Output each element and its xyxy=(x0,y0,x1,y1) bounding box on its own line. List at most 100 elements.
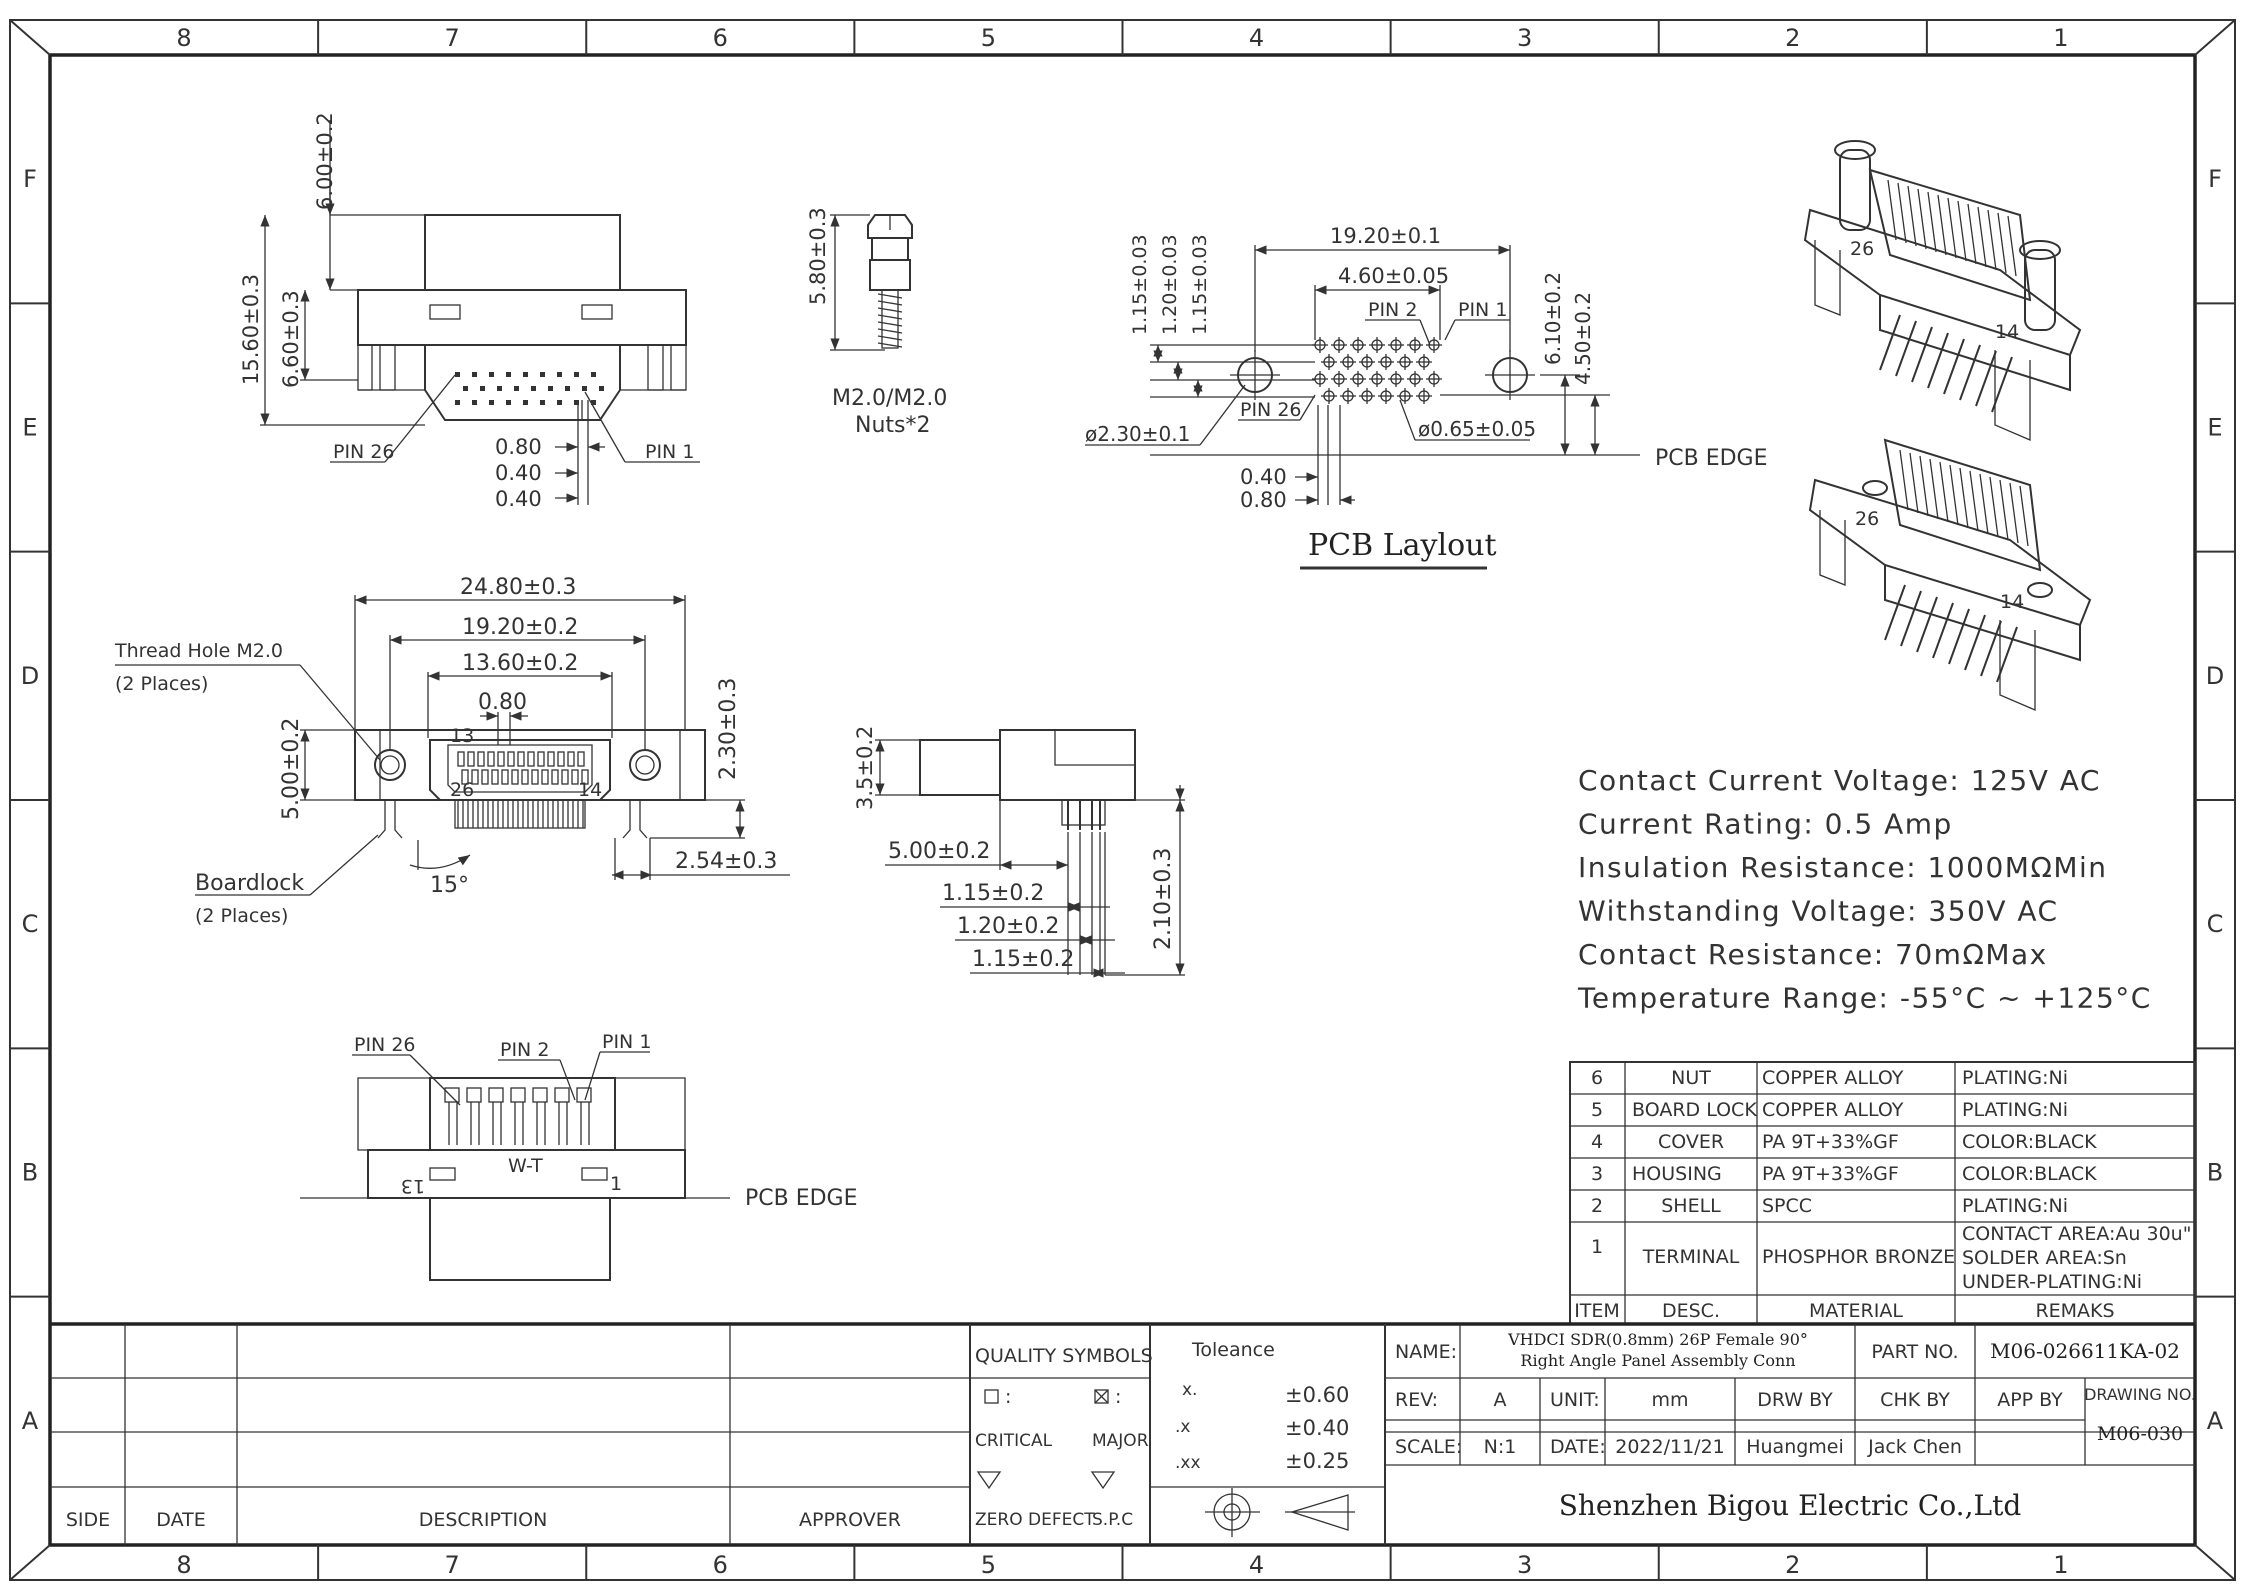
spec-line: Contact Current Voltage: 125V AC xyxy=(1578,764,2101,797)
bv-mark-1: 1 xyxy=(610,1173,622,1195)
tb-drawing-no: M06-030 xyxy=(2097,1423,2183,1445)
sv-d2: 1.15±0.2 xyxy=(942,881,1044,906)
tb-company: Shenzhen Bigou Electric Co.,Ltd xyxy=(1559,1489,2022,1522)
bv-pin1: PIN 1 xyxy=(602,1031,651,1053)
col-label-bottom: 5 xyxy=(981,1551,996,1579)
row-label-left: E xyxy=(22,414,37,442)
fv-angle: 15° xyxy=(430,873,469,898)
col-label-bottom: 1 xyxy=(2053,1551,2068,1579)
spec-line: Insulation Resistance: 1000MΩMin xyxy=(1578,851,2108,884)
fv-thread-1: Thread Hole M2.0 xyxy=(114,640,283,662)
bom-remark: COLOR:BLACK xyxy=(1962,1131,2097,1153)
bom-remark: COLOR:BLACK xyxy=(1962,1163,2097,1185)
tb-app-label: APP BY xyxy=(1997,1389,2063,1411)
sheet-frame xyxy=(9,19,2236,1581)
qs-zero: ZERO DEFECT xyxy=(975,1510,1095,1530)
tv-d1: 0.80 xyxy=(495,435,542,459)
bom-item: 4 xyxy=(1591,1131,1603,1153)
tb-chk: Jack Chen xyxy=(1867,1436,1962,1458)
bv-edge: PCB EDGE xyxy=(745,1186,858,1211)
row-label-left: D xyxy=(21,662,39,690)
col-label-top: 7 xyxy=(445,24,460,52)
col-label-top: 6 xyxy=(713,24,728,52)
row-label-right: A xyxy=(2207,1407,2224,1435)
qs-critical: CRITICAL xyxy=(975,1431,1053,1451)
spec-line: Withstanding Voltage: 350V AC xyxy=(1578,895,2059,928)
row-label-right: F xyxy=(2208,165,2222,193)
fv-p26: 26 xyxy=(450,779,474,801)
bom-desc: SHELL xyxy=(1661,1195,1721,1217)
fv-w2: 19.20±0.2 xyxy=(462,615,578,640)
col-label-top: 3 xyxy=(1517,24,1532,52)
tol-x2-val: ±0.25 xyxy=(1285,1449,1349,1473)
rev-date: DATE xyxy=(156,1509,205,1531)
bom-material: SPCC xyxy=(1762,1195,1812,1217)
col-label-bottom: 2 xyxy=(1785,1551,1800,1579)
spec-line: Current Rating: 0.5 Amp xyxy=(1578,808,1953,841)
iso2-n26: 26 xyxy=(1855,508,1879,530)
pcb-pin1: PIN 1 xyxy=(1458,299,1507,321)
col-label-bottom: 8 xyxy=(176,1551,191,1579)
bv-pin2: PIN 2 xyxy=(500,1039,549,1061)
spec-line: Contact Resistance: 70mΩMax xyxy=(1578,938,2048,971)
row-label-left: F xyxy=(23,165,37,193)
tb-scale: N:1 xyxy=(1484,1436,1517,1458)
tol-x1-val: ±0.40 xyxy=(1285,1416,1349,1440)
tv-pin26: PIN 26 xyxy=(333,441,395,463)
row-label-left: C xyxy=(22,910,39,938)
front-view: 13 26 14 24.80±0.3 19.20±0.2 13.60±0.2 0… xyxy=(114,575,790,927)
iso-view-plain: 26 14 xyxy=(1808,438,2092,711)
col-label-bottom: 3 xyxy=(1517,1551,1532,1579)
bom-material: COPPER ALLOY xyxy=(1762,1099,1904,1121)
rev-desc: DESCRIPTION xyxy=(419,1509,548,1531)
bom-h-remark: REMAKS xyxy=(2035,1300,2114,1322)
bv-pin26: PIN 26 xyxy=(354,1034,416,1056)
bom-desc: BOARD LOCK xyxy=(1632,1099,1757,1121)
pcb-h2: 4.50±0.2 xyxy=(1571,292,1595,385)
bom-material: PA 9T+33%GF xyxy=(1762,1163,1899,1185)
pcb-hole: ø2.30±0.1 xyxy=(1085,422,1190,446)
tv-dim-mid: 6.60±0.3 xyxy=(279,290,303,388)
tol-x1: .x xyxy=(1175,1417,1190,1437)
title-block: SIDE DATE DESCRIPTION APPROVER QUALITY S… xyxy=(50,1322,2196,1545)
pcb-layout-title: PCB Laylout xyxy=(1308,528,1497,563)
fv-h1: 5.00±0.2 xyxy=(279,718,304,820)
sv-d3: 1.20±0.2 xyxy=(957,914,1059,939)
tol-x2: .xx xyxy=(1175,1453,1201,1473)
bom-t-r3: UNDER-PLATING:Ni xyxy=(1962,1271,2142,1293)
bom-desc: COVER xyxy=(1658,1131,1724,1153)
pcb-s1: 0.40 xyxy=(1240,465,1287,489)
screw-detail: 5.80±0.3 M2.0/M2.0 Nuts*2 xyxy=(806,207,947,438)
rev-approver: APPROVER xyxy=(799,1509,901,1531)
bv-mark-13: 13 xyxy=(401,1175,425,1197)
iso-view-with-screws: 26 14 xyxy=(1803,140,2082,441)
bom-t-r1: CONTACT AREA:Au 30u" xyxy=(1962,1223,2191,1245)
fv-p13: 13 xyxy=(450,725,474,747)
fv-p14: 14 xyxy=(578,779,602,801)
pcb-w1: 19.20±0.1 xyxy=(1330,224,1441,248)
pcb-pin2: PIN 2 xyxy=(1368,299,1417,321)
bom-desc: NUT xyxy=(1671,1067,1711,1089)
bom-item: 5 xyxy=(1591,1099,1603,1121)
fv-board-1: Boardlock xyxy=(195,871,304,896)
bv-mark-wt: W-T xyxy=(508,1155,543,1177)
row-label-right: C xyxy=(2207,910,2224,938)
tb-part-no: M06-026611KA-02 xyxy=(1990,1339,2180,1363)
tb-rev-label: REV: xyxy=(1395,1389,1438,1411)
pcb-v3: 1.15±0.03 xyxy=(1189,234,1211,335)
pcb-w2: 4.60±0.05 xyxy=(1338,264,1449,288)
bom-item: 3 xyxy=(1591,1163,1603,1185)
row-label-right: D xyxy=(2206,662,2224,690)
side-view: 3.5±0.2 5.00±0.2 1.15±0.2 1.20±0.2 1.15±… xyxy=(853,726,1185,978)
tb-date: 2022/11/21 xyxy=(1615,1436,1725,1458)
rev-side: SIDE xyxy=(66,1509,110,1531)
tb-drawing-label: DRAWING NO. xyxy=(2084,1385,2196,1404)
projection-symbol-icon xyxy=(1205,1488,1355,1537)
pcb-v2: 1.20±0.03 xyxy=(1159,234,1181,335)
pcb-h1: 6.10±0.2 xyxy=(1541,272,1565,365)
col-label-bottom: 6 xyxy=(713,1551,728,1579)
screw-dim: 5.80±0.3 xyxy=(806,207,830,305)
top-view: 6.00±0.2 15.60±0.3 6.60±0.3 PIN 26 PIN 1… xyxy=(239,112,700,511)
